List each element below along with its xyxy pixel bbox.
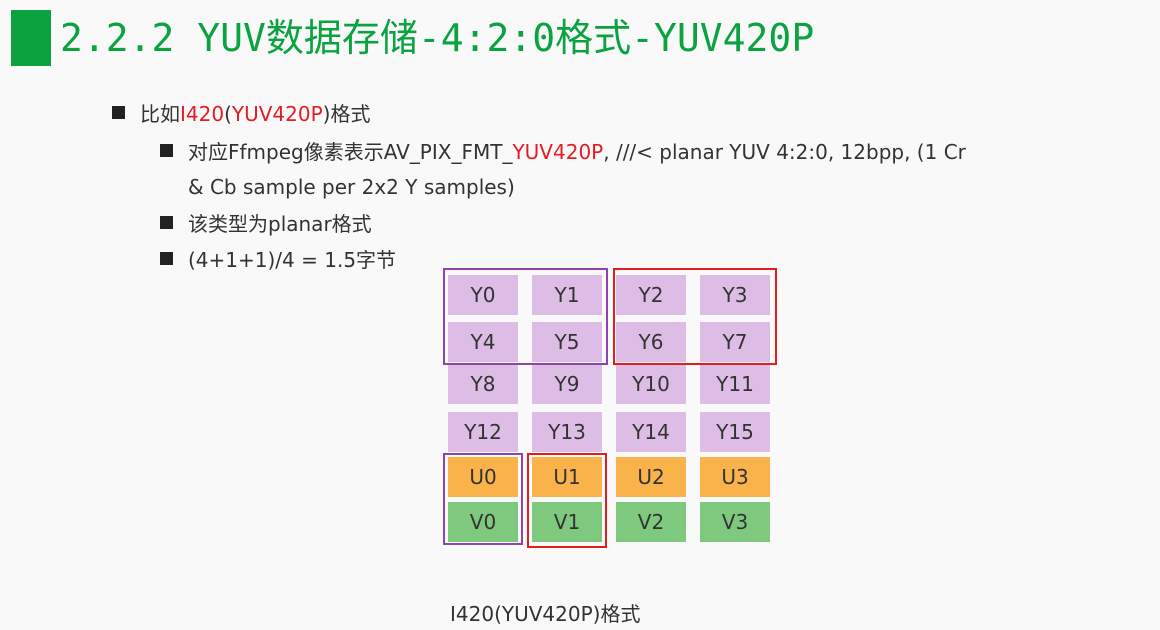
u-sample-cell: U1	[532, 457, 602, 497]
y-sample-cell: Y2	[616, 275, 686, 315]
bullet-format-example: 比如I420(YUV420P)格式	[140, 100, 370, 128]
y-sample-cell: Y6	[616, 322, 686, 362]
bullet-bytes-per-pixel: (4+1+1)/4 = 1.5字节	[188, 248, 397, 272]
y-sample-cell: Y0	[448, 275, 518, 315]
y-sample-cell: Y15	[700, 412, 770, 452]
y-sample-cell: Y11	[700, 364, 770, 404]
bullet-planar-type: 该类型为planar格式	[188, 212, 372, 236]
y-sample-cell: Y5	[532, 322, 602, 362]
red-highlight-box-y-block-2	[613, 268, 777, 365]
bullet-square-icon	[160, 216, 173, 229]
purple-highlight-box-y-block-1	[443, 268, 608, 365]
y-sample-cell: Y13	[532, 412, 602, 452]
bullet-highlight-yuv420p: YUV420P	[231, 102, 323, 126]
bullet-text: , ///< planar YUV 4:2:0, 12bpp, (1 Cr	[603, 140, 966, 164]
bullet-text: 对应Ffmpeg像素表示AV_PIX_FMT_	[188, 140, 513, 164]
v-sample-cell: V1	[532, 502, 602, 542]
red-highlight-box-u1-v1	[527, 453, 607, 548]
slide-title: 2.2.2 YUV数据存储-4:2:0格式-YUV420P	[60, 16, 815, 60]
title-accent-bar	[11, 10, 51, 66]
y-sample-cell: Y10	[616, 364, 686, 404]
y-sample-cell: Y1	[532, 275, 602, 315]
v-sample-cell: V2	[616, 502, 686, 542]
y-sample-cell: Y4	[448, 322, 518, 362]
v-sample-cell: V0	[448, 502, 518, 542]
bullet-text: (	[224, 102, 232, 126]
y-sample-cell: Y7	[700, 322, 770, 362]
bullet-highlight-i420: I420	[180, 102, 225, 126]
bullet-square-icon	[160, 252, 173, 265]
figure-caption: I420(YUV420P)格式	[450, 602, 641, 626]
bullet-text: 比如	[140, 102, 180, 126]
u-sample-cell: U0	[448, 457, 518, 497]
bullet-square-icon	[112, 106, 125, 119]
bullet-text: )格式	[322, 102, 371, 126]
y-sample-cell: Y8	[448, 364, 518, 404]
purple-highlight-box-u0-v0	[443, 453, 523, 545]
bullet-square-icon	[160, 144, 173, 157]
y-sample-cell: Y9	[532, 364, 602, 404]
y-sample-cell: Y14	[616, 412, 686, 452]
v-sample-cell: V3	[700, 502, 770, 542]
bullet-highlight-yuv420p: YUV420P	[512, 140, 604, 164]
bullet-ffmpeg-format: 对应Ffmpeg像素表示AV_PIX_FMT_YUV420P, ///< pla…	[188, 138, 966, 166]
y-sample-cell: Y12	[448, 412, 518, 452]
u-sample-cell: U2	[616, 457, 686, 497]
bullet-ffmpeg-format-line2: & Cb sample per 2x2 Y samples)	[188, 175, 515, 199]
y-sample-cell: Y3	[700, 275, 770, 315]
u-sample-cell: U3	[700, 457, 770, 497]
